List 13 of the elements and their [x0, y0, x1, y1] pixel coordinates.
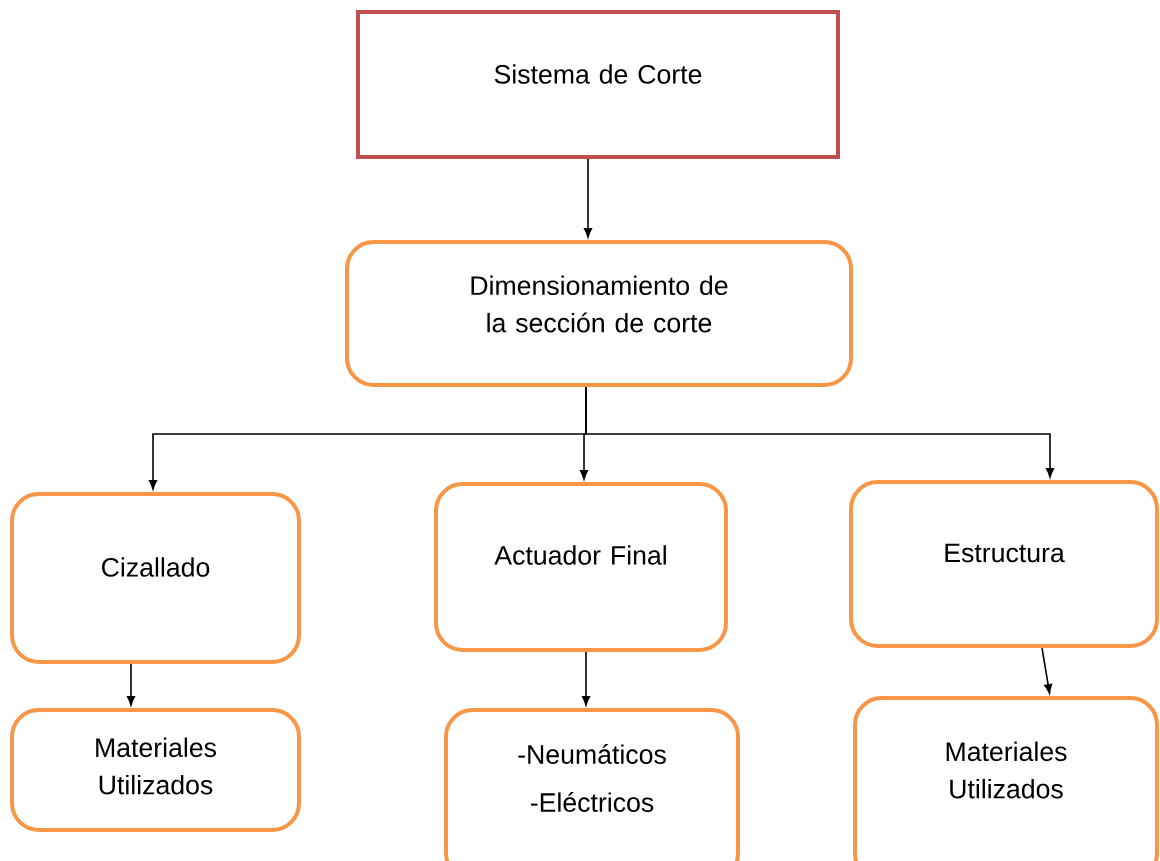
arrow: [1041, 647, 1053, 694]
title-box: Sistema de Corte: [356, 9, 840, 160]
arrow: [581, 651, 591, 706]
process-box: Actuador Final: [434, 482, 728, 652]
process-box: Materiales Utilizados: [853, 696, 1159, 861]
arrow: [126, 663, 136, 706]
arrow: [583, 158, 593, 238]
process-box: Materiales Utilizados: [10, 708, 301, 832]
process-box: Cizallado: [10, 492, 301, 664]
process-box: -Neumáticos -Eléctricos: [444, 708, 740, 861]
process-box: Estructura: [849, 480, 1159, 648]
process-box: Dimensionamiento de la sección de corte: [345, 240, 853, 387]
arrow: [585, 386, 1055, 478]
